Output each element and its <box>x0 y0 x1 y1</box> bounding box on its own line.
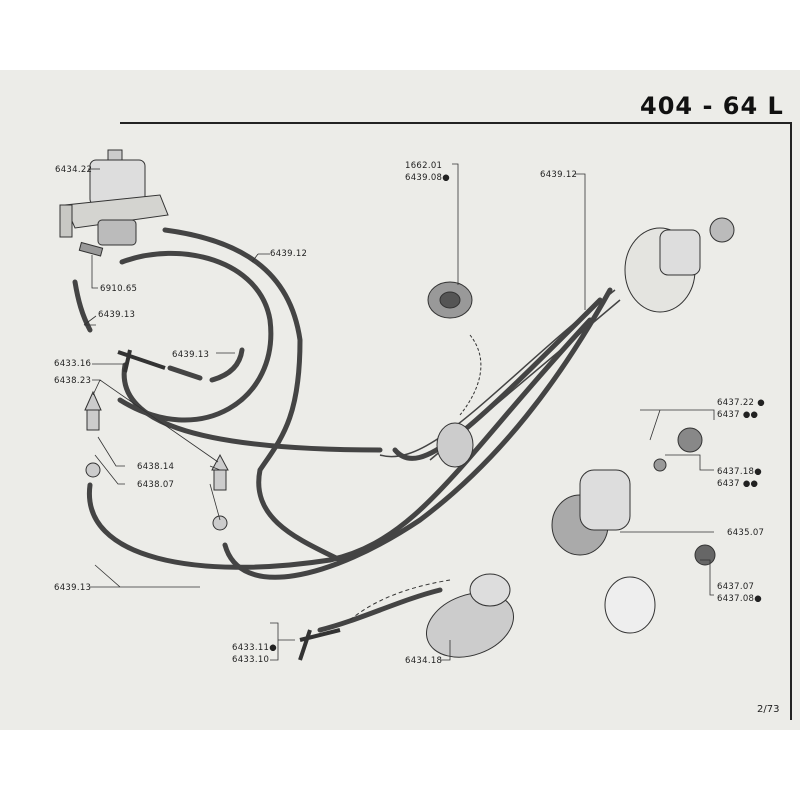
part-label-6434-22: 6434.22 <box>55 165 93 175</box>
part-label-6910-65: 6910.65 <box>100 284 138 294</box>
tee-connector <box>117 349 166 373</box>
part-label-6437-22: 6437.22 ● <box>717 398 765 408</box>
part-label-6435-07: 6435.07 <box>727 528 765 538</box>
page-number: 2/73 <box>757 704 780 715</box>
wiper-motor-illustration <box>551 427 716 634</box>
part-label-6439-12-a: 6439.12 <box>270 249 308 259</box>
page-title: 404 - 64 L <box>640 92 784 120</box>
wiper-switch-illustration <box>436 217 735 468</box>
header-rule <box>120 122 792 124</box>
reservoir-pump-illustration <box>298 573 515 661</box>
part-label-6437-a: 6437 ●● <box>717 410 759 420</box>
part-label-6439-08: 6439.08● <box>405 173 450 183</box>
part-label-6438-14: 6438.14 <box>137 462 175 472</box>
hose-inner-lines <box>379 289 621 461</box>
part-label-6437-08: 6437.08● <box>717 594 762 604</box>
part-label-6433-10: 6433.10 <box>232 655 270 665</box>
part-label-6438-07: 6438.07 <box>137 480 175 490</box>
part-label-6437-b: 6437 ●● <box>717 479 759 489</box>
part-label-6437-07: 6437.07 <box>717 582 755 592</box>
leader-lines <box>83 163 715 661</box>
part-label-6433-16: 6433.16 <box>54 359 92 369</box>
part-label-1662-01: 1662.01 <box>405 161 443 171</box>
washer-pump-illustration <box>59 149 169 257</box>
part-label-6439-12-b: 6439.12 <box>540 170 578 180</box>
part-label-6439-13-c: 6439.13 <box>54 583 92 593</box>
part-label-6434-18: 6434.18 <box>405 656 443 666</box>
part-label-6438-23: 6438.23 <box>54 376 92 386</box>
part-label-6439-13-a: 6439.13 <box>98 310 136 320</box>
washer-jets <box>84 390 229 531</box>
hoses <box>72 227 613 633</box>
part-label-6437-18: 6437.18● <box>717 467 762 477</box>
right-border <box>790 122 792 720</box>
part-label-6439-13-b: 6439.13 <box>172 350 210 360</box>
grommet-illustration <box>427 281 482 416</box>
part-label-6433-11: 6433.11● <box>232 643 277 653</box>
